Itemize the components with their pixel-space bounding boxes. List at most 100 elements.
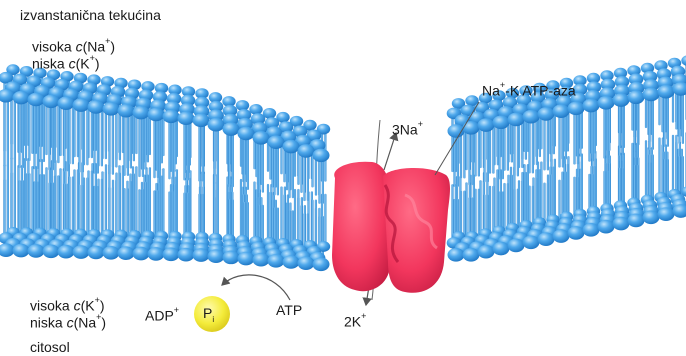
lipid-tail xyxy=(652,94,654,149)
lipid-head-top xyxy=(208,118,225,132)
lipid-tail xyxy=(273,142,275,195)
lipid-head-bottom xyxy=(73,245,90,259)
lipid-head-top xyxy=(583,99,600,113)
lipid-tail xyxy=(453,131,455,187)
lipid-head-top xyxy=(628,90,645,104)
lipid-head-bottom xyxy=(268,254,285,268)
lipid-head-top xyxy=(658,85,675,99)
lipid-tail xyxy=(138,113,140,177)
lipid-tail xyxy=(183,118,185,180)
lipid-head-bottom xyxy=(508,239,525,253)
lipid-tail xyxy=(243,133,245,190)
lipid-head-top xyxy=(58,96,75,110)
lipid-tail xyxy=(123,111,125,176)
lipid-head-bottom xyxy=(13,244,30,258)
lipid-head-bottom xyxy=(193,248,210,262)
lipid-tail xyxy=(135,166,137,235)
lipid-tail xyxy=(517,119,519,176)
lipid-head-top xyxy=(73,98,90,112)
lipid-head-top xyxy=(313,149,330,163)
lipid-head-top xyxy=(298,144,315,158)
lipid-tail xyxy=(528,117,530,174)
extracellular-low-k-label: niska c(K+) xyxy=(32,52,100,73)
lipid-tail xyxy=(658,137,660,197)
lipid-tail xyxy=(667,92,669,147)
lipid-tail xyxy=(588,106,590,162)
lipid-tail xyxy=(228,129,230,187)
lipid-tail xyxy=(18,98,20,168)
k-in-label: 2K+ xyxy=(344,310,366,331)
lipid-head-top xyxy=(493,115,510,129)
lipid-tail xyxy=(292,147,294,199)
lipid-tail xyxy=(498,122,500,179)
lipid-tail xyxy=(324,194,326,247)
lipid-tail xyxy=(262,138,264,193)
lipid-head-top xyxy=(598,96,615,110)
lipid-tail xyxy=(307,151,309,201)
lipid-head-bottom xyxy=(43,244,60,258)
lipid-tail xyxy=(622,100,624,156)
lipid-head-top xyxy=(643,88,660,102)
lipid-head-top xyxy=(463,121,480,135)
lipid-tail xyxy=(45,167,47,239)
lipid-tail xyxy=(592,106,594,162)
lipid-head-top xyxy=(193,113,210,127)
lipid-tail xyxy=(547,114,549,171)
na-out-label: 3Na+ xyxy=(392,118,423,139)
lipid-tail xyxy=(82,105,84,172)
lipid-tail xyxy=(487,125,489,182)
lipid-head-bottom xyxy=(628,214,645,228)
lipid-head-top xyxy=(478,118,495,132)
lipid-head-bottom xyxy=(463,248,480,262)
lipid-tail xyxy=(108,109,110,175)
lipid-tail xyxy=(678,89,680,144)
lipid-tail xyxy=(31,166,33,239)
lipid-tail xyxy=(543,114,545,171)
lipid-tail xyxy=(682,89,684,144)
lipid-tail xyxy=(457,131,459,187)
lipid-head-top xyxy=(238,127,255,141)
lipid-head-bottom xyxy=(658,207,675,221)
lipid-head-bottom xyxy=(538,232,555,246)
atp-label: ATP xyxy=(276,302,302,319)
lipid-tail xyxy=(93,107,95,174)
pi-label: Pi xyxy=(203,305,214,328)
lipid-tail xyxy=(645,140,647,200)
lipid-tail xyxy=(618,100,620,156)
lipid-head-bottom xyxy=(163,247,180,261)
lipid-tail xyxy=(78,105,80,172)
lipid-tail xyxy=(258,138,260,193)
lipid-head-bottom xyxy=(148,247,165,261)
lipid-head-bottom xyxy=(178,248,195,262)
lipid-tail xyxy=(672,135,674,195)
lipid-head-top xyxy=(508,113,525,127)
lipid-tail xyxy=(157,115,159,179)
lipid-head-bottom xyxy=(238,252,255,266)
lipid-tail xyxy=(217,125,219,185)
lipid-tail xyxy=(187,118,189,180)
lipid-tail xyxy=(253,181,255,241)
lipid-head-top xyxy=(28,93,45,107)
lipid-tail xyxy=(67,103,69,171)
lipid-head-bottom xyxy=(58,245,75,259)
lipid-tail xyxy=(631,143,633,203)
lipid-tail xyxy=(607,103,609,159)
lipid-tail xyxy=(267,184,269,243)
lipid-tail xyxy=(59,168,61,239)
lipid-tail xyxy=(232,129,234,187)
na-k-atpase-pump xyxy=(332,162,450,293)
lipid-tail xyxy=(451,113,453,172)
lipid-tail xyxy=(648,94,650,149)
lipid-tail xyxy=(149,167,151,236)
lipid-head-bottom xyxy=(223,251,240,265)
lipid-head-top xyxy=(103,102,120,116)
lipid-head-bottom xyxy=(553,229,570,243)
lipid-tail xyxy=(513,119,515,176)
lipid-tail xyxy=(172,116,174,179)
lipid-tail xyxy=(472,128,474,185)
lipid-tail xyxy=(483,125,485,182)
lipid-tail xyxy=(202,120,204,181)
lipid-head-bottom xyxy=(208,249,225,263)
lipid-tail xyxy=(573,108,575,164)
lipid-tail xyxy=(663,92,665,147)
